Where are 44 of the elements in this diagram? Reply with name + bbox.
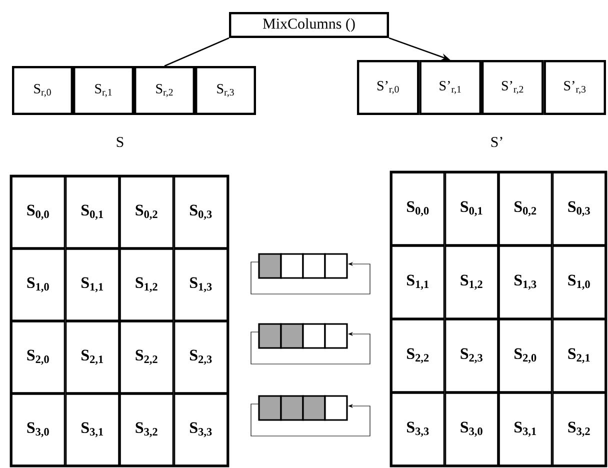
caption: S’ bbox=[491, 136, 502, 148]
table-cell: S$_{0,3}$ bbox=[174, 176, 228, 248]
table-cell: S$_{0,0}$ bbox=[391, 172, 445, 246]
row-cell: S$_{r,0}$ bbox=[12, 66, 73, 115]
table-cell: S$_{3,2}$ bbox=[552, 392, 606, 466]
table-cell: S$_{2,2}$ bbox=[391, 319, 445, 392]
table-cell: S$_{3,0}$ bbox=[444, 392, 498, 466]
table-cell: S$_{0,3}$ bbox=[552, 172, 606, 246]
table-cell: S$_{1,1}$ bbox=[391, 246, 445, 319]
table-cell: S$_{3,0}$ bbox=[11, 394, 66, 466]
table-cell: S$_{0,2}$ bbox=[498, 172, 552, 246]
table-cell: S$_{2,3}$ bbox=[444, 319, 498, 392]
table-cell: S$_{1,2}$ bbox=[444, 246, 498, 319]
row-cell: S’$_{r,0}$ bbox=[356, 60, 420, 115]
row-cell: S$_{r,1}$ bbox=[73, 66, 134, 115]
table-cell: S$_{3,3}$ bbox=[174, 394, 228, 466]
table-cell: S$_{3,1}$ bbox=[65, 394, 120, 466]
table-cell: S$_{0,0}$ bbox=[11, 176, 66, 248]
table-cell: S$_{3,2}$ bbox=[120, 394, 174, 466]
table-cell: S$_{2,1}$ bbox=[552, 319, 606, 392]
table-cell: S$_{1,3}$ bbox=[498, 246, 552, 319]
row-cell: S’$_{r,2}$ bbox=[481, 60, 544, 115]
table-cell: S$_{2,0}$ bbox=[498, 319, 552, 392]
table-cell: S$_{0,1}$ bbox=[65, 176, 120, 248]
table-cell: S$_{1,2}$ bbox=[120, 248, 174, 321]
table-cell: S$_{0,2}$ bbox=[120, 176, 174, 248]
connector-line bbox=[164, 37, 230, 67]
row-cell: S$_{r,3}$ bbox=[195, 66, 256, 115]
table-cell: S$_{1,0}$ bbox=[552, 246, 606, 319]
function-box: MixColumns () bbox=[229, 12, 389, 38]
table-cell: S$_{1,3}$ bbox=[174, 248, 228, 321]
table-cell: S$_{0,1}$ bbox=[444, 172, 498, 246]
table-cell: S$_{1,1}$ bbox=[65, 248, 120, 321]
table-cell: S$_{3,3}$ bbox=[391, 392, 445, 466]
table-cell: S$_{3,1}$ bbox=[498, 392, 552, 466]
table-cell: S$_{2,2}$ bbox=[120, 321, 174, 394]
table-cell: S$_{2,3}$ bbox=[174, 321, 228, 394]
table-cell: S$_{1,0}$ bbox=[11, 248, 66, 321]
row-cell: S’$_{r,3}$ bbox=[544, 60, 606, 115]
caption: S bbox=[116, 136, 124, 148]
row-cell: S$_{r,2}$ bbox=[134, 66, 195, 115]
table-cell: S$_{2,0}$ bbox=[11, 321, 66, 394]
row-cell: S’$_{r,1}$ bbox=[419, 60, 482, 115]
table-cell: S$_{2,1}$ bbox=[65, 321, 120, 394]
